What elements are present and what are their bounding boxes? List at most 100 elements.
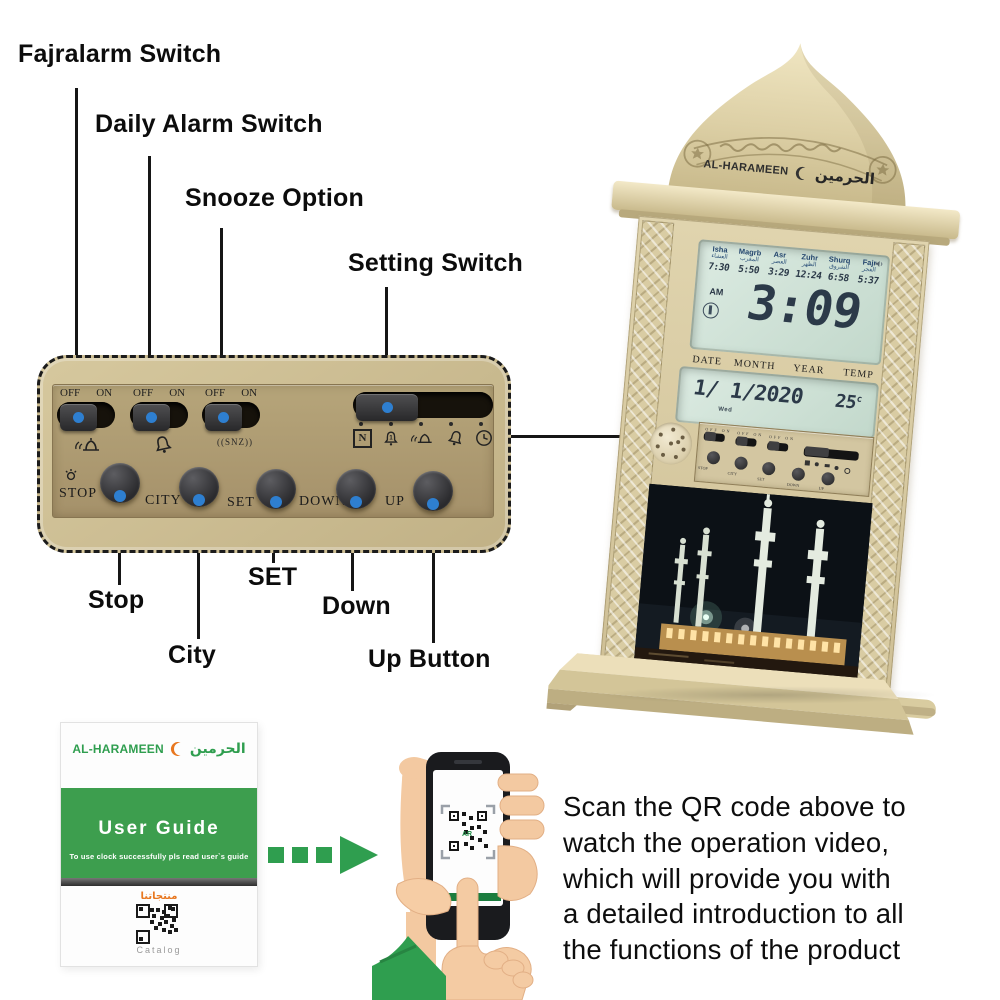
temperature-value: 25c (833, 390, 863, 414)
azan-clock: AL-HARAMEEN الحرمين Isha العشاء 7:30 Mag… (546, 24, 980, 735)
leader-line-snooze (220, 228, 223, 416)
setting-switch-slider[interactable] (353, 392, 493, 421)
control-panel-face: OFF ON OFF ON (52, 384, 494, 518)
up-button[interactable] (413, 471, 453, 511)
setting-mode-icons: N 1 (353, 426, 493, 448)
daily-switch-off-label: OFF (133, 387, 154, 399)
guide-note: To use clock successfully pls read user`… (69, 852, 249, 861)
mini-stop-button[interactable] (706, 450, 721, 465)
label-up-button: Up Button (368, 645, 491, 673)
fajr-alarm-switch[interactable] (57, 402, 115, 431)
mini-snooze-switch[interactable] (766, 440, 789, 452)
guide-catalog-arabic: منتجاتنا (140, 891, 178, 902)
current-time: 3:09 (742, 275, 867, 341)
up-button-label: UP (385, 494, 405, 509)
mecca-photo (633, 483, 873, 681)
control-panel-zoom: OFF ON OFF ON (37, 355, 511, 553)
city-button-label: CITY (145, 493, 182, 508)
down-button[interactable] (336, 469, 376, 509)
label-city: City (168, 641, 217, 669)
guide-qr-code (136, 904, 182, 944)
label-snooze-option: Snooze Option (185, 184, 364, 212)
crescent-logo-icon (170, 742, 181, 756)
leader-line-city (197, 551, 200, 639)
weekday-value: Wed (717, 406, 733, 414)
mini-daily-switch[interactable] (735, 436, 757, 447)
city-button[interactable] (179, 467, 219, 507)
snooze-switch-group: OFF ON ((SNZ)) (202, 387, 268, 447)
azan-sound-icon (875, 260, 883, 267)
label-stop: Stop (88, 586, 145, 614)
clock-icon (476, 430, 492, 446)
snooze-switch[interactable] (202, 402, 260, 431)
label-setting-switch: Setting Switch (348, 249, 524, 277)
guide-green-band: User Guide To use clock successfully pls… (61, 788, 257, 878)
mini-setting-slider[interactable] (803, 446, 860, 461)
clock-body: Isha العشاء 7:30 Magrb المغرب 5:50 Asr ا… (599, 215, 930, 692)
temperature-unit: c (855, 394, 863, 405)
user-guide-booklet: AL-HARAMEEN الحرمين User Guide To use cl… (60, 722, 258, 967)
qibla-compass-icon (702, 301, 720, 320)
label-daily-alarm-switch: Daily Alarm Switch (95, 110, 323, 138)
year-label: YEAR (792, 362, 825, 377)
mini-fajr-switch[interactable] (703, 431, 726, 443)
prayer-col-asr: Asr العصر 3:29 (763, 250, 795, 279)
stop-button-label: STOP (59, 486, 97, 501)
mosque-azan-icon (411, 433, 432, 444)
footer-description: Scan the QR code above to watch the oper… (563, 791, 906, 965)
label-set: SET (248, 563, 298, 591)
light-bulb-icon (65, 469, 77, 481)
snooze-switch-on-label: ON (241, 387, 258, 399)
main-lcd-display: Isha العشاء 7:30 Magrb المغرب 5:50 Asr ا… (689, 239, 891, 366)
snooze-snz-label: ((SNZ)) (217, 437, 253, 447)
n-box-icon: N (353, 428, 372, 448)
leader-line-fajr (75, 88, 78, 414)
mosque-azan-icon (57, 433, 123, 457)
mosque-dome (668, 43, 906, 210)
meridiem-indicator: AM (709, 286, 724, 298)
fajr-switch-on-label: ON (96, 387, 113, 399)
set-button-label: SET (227, 495, 255, 510)
prayer-col-zuhr: Zuhr الظهر 12:24 (793, 252, 825, 282)
leader-line-up (432, 551, 435, 643)
guide-brand-arabic: الحرمين (189, 741, 246, 757)
leader-line-to-clock (511, 435, 697, 438)
guide-title: User Guide (98, 818, 220, 839)
guide-catalog-label: Catalog (136, 945, 182, 955)
mini-set-button[interactable] (761, 461, 776, 476)
phone-qr-code: AR (440, 804, 496, 860)
leader-line-stop (118, 551, 121, 585)
label-down: Down (322, 592, 391, 620)
bell-icon (130, 433, 196, 457)
stop-button[interactable] (100, 463, 140, 503)
setting-switch-group: N 1 (353, 389, 493, 448)
set-button[interactable] (256, 469, 296, 509)
mini-up-button[interactable] (821, 471, 836, 486)
down-button-label: DOWN (299, 494, 347, 509)
clock-brand: AL-HARAMEEN الحرمين (609, 147, 969, 196)
daily-alarm-switch[interactable] (130, 402, 188, 431)
qr-overlay-text: AR (462, 831, 472, 838)
daily-switch-on-label: ON (169, 387, 186, 399)
alarm-1-bell-icon: 1 (384, 431, 398, 446)
month-label: MONTH (733, 357, 776, 372)
fajr-switch-off-label: OFF (60, 387, 81, 399)
daily-alarm-switch-group: OFF ON (130, 387, 196, 457)
mini-down-button[interactable] (791, 467, 806, 482)
crescent-logo-icon (796, 166, 806, 180)
date-label: DATE (691, 353, 723, 368)
prayer-col-magrb: Magrb المغرب 5:50 (733, 247, 765, 276)
label-fajr-alarm-switch: Fajralarm Switch (18, 40, 222, 68)
fajr-alarm-switch-group: OFF ON (57, 387, 123, 457)
green-sleeve (372, 936, 446, 1000)
phone-scan-illustration: AR (372, 752, 545, 1000)
date-value: 1/ 1/2020 (691, 375, 806, 409)
guide-brand-name: AL-HARAMEEN (72, 742, 164, 756)
leader-line-daily (148, 156, 151, 414)
mini-city-button[interactable] (734, 456, 749, 471)
guide-stripe (61, 878, 257, 886)
guide-brand-row: AL-HARAMEEN الحرمين (61, 741, 257, 757)
leader-line-setting (385, 287, 388, 413)
setting-position-dots (353, 418, 493, 426)
